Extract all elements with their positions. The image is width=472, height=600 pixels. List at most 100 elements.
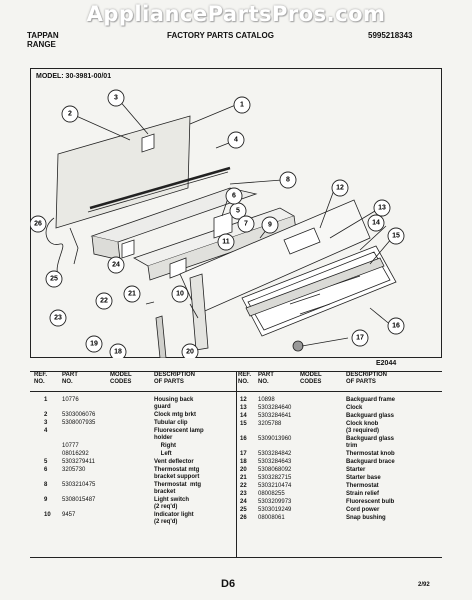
row-description: Thermostat knob	[346, 451, 395, 457]
row-description: Strain relief	[346, 491, 380, 497]
row-description: bracket	[154, 489, 176, 495]
row-ref: 4	[44, 428, 48, 434]
table-column-divider	[236, 371, 237, 557]
row-part-number: 5308007935	[62, 420, 96, 426]
callout-10	[171, 285, 189, 303]
brand-line-1: TAPPAN	[27, 31, 59, 40]
backguard-hood	[90, 187, 258, 243]
row-ref: 14	[240, 413, 247, 419]
row-part-number: 10898	[258, 397, 275, 403]
diagram-frame	[30, 68, 442, 358]
row-part-number: 5308068092	[258, 467, 292, 473]
callout-label-15: 15	[392, 233, 400, 240]
row-description: Thermostat	[346, 483, 379, 489]
row-part-number: 5303210475	[62, 482, 96, 488]
callout-label-4: 4	[234, 137, 238, 144]
callout-15	[387, 227, 405, 245]
row-part-number: 10776	[62, 397, 79, 403]
table-bottom-rule	[30, 557, 442, 558]
row-description: Backguard brace	[346, 459, 395, 465]
col-desc-left: DESCRIPTION OF PARTS	[154, 372, 196, 385]
callout-label-10: 10	[176, 291, 184, 298]
callout-label-21: 21	[128, 291, 136, 298]
row-part-number: 5303284641	[258, 413, 292, 419]
callout-7	[237, 215, 255, 233]
col-ref-right: REF. NO.	[238, 372, 252, 385]
row-description: Clock knob	[346, 421, 379, 427]
col-desc-right: DESCRIPTION OF PARTS	[346, 372, 388, 385]
callout-label-22: 22	[100, 298, 108, 305]
row-description: Starter	[346, 467, 366, 473]
col-model-right: MODEL CODES	[300, 372, 322, 385]
row-description: (2 req'd)	[154, 519, 178, 525]
row-ref: 12	[240, 397, 247, 403]
row-description: (2 req'd)	[154, 504, 178, 510]
page-number: D6	[221, 578, 236, 590]
row-part-number: 3205730	[62, 467, 86, 473]
row-ref: 24	[240, 499, 247, 505]
callout-label-19: 19	[90, 341, 98, 348]
callout-label-11: 11	[222, 239, 230, 246]
row-ref: 9	[44, 497, 48, 503]
callout-label-7: 7	[244, 221, 248, 228]
row-ref: 26	[240, 515, 247, 521]
row-ref: 5	[44, 459, 48, 465]
row-part-number: 3205788	[258, 421, 282, 427]
row-description: Fluorescent bulb	[346, 499, 395, 505]
callout-21	[123, 285, 141, 303]
callout-25	[45, 270, 63, 288]
row-ref: 1	[44, 397, 48, 403]
row-description: Backguard glass	[346, 436, 395, 442]
catalog-title: FACTORY PARTS CATALOG	[167, 31, 274, 40]
callout-8	[279, 171, 297, 189]
callout-label-2: 2	[68, 111, 72, 118]
row-description: Starter base	[346, 475, 381, 481]
backguard-brace	[189, 273, 209, 351]
row-description: Clock mtg brkt	[154, 412, 197, 418]
row-part-number: 08008255	[258, 491, 285, 497]
row-description: Backguard glass	[346, 413, 395, 419]
catalog-number: 5995218343	[368, 31, 413, 40]
thermostat-knob	[292, 340, 304, 352]
row-part-number: 5303279411	[62, 459, 95, 465]
row-part-number: 10777	[62, 443, 79, 449]
callout-label-17: 17	[356, 335, 364, 342]
row-description: Cord power	[346, 507, 380, 513]
row-ref: 6	[44, 467, 48, 473]
power-cord	[45, 217, 64, 279]
row-ref: 17	[240, 451, 247, 457]
row-part-number: 5303284640	[258, 405, 292, 411]
brand-name: TAPPAN RANGE	[27, 31, 59, 49]
row-ref: 16	[240, 436, 247, 442]
site-watermark: AppliancePartsPros.com	[86, 2, 386, 26]
callout-22	[95, 292, 113, 310]
row-description: Clock	[346, 405, 363, 411]
brand-line-2: RANGE	[27, 40, 56, 49]
row-description: Indicator light	[154, 512, 194, 518]
row-part-number: 5303210474	[258, 483, 292, 489]
callout-label-9: 9	[268, 222, 272, 229]
housing-back-panel	[55, 115, 191, 229]
callout-label-16: 16	[392, 323, 400, 330]
row-description: (3 required)	[346, 428, 380, 434]
row-description: Right	[154, 443, 176, 449]
callout-26	[30, 215, 47, 233]
row-part-number: 08008061	[258, 515, 285, 521]
row-description: Thermostat mtg	[154, 467, 200, 473]
col-ref-left: REF. NO.	[34, 372, 48, 385]
callout-20	[181, 343, 199, 358]
revision-date: 2/92	[418, 582, 430, 588]
row-part-number: 5308015487	[62, 497, 96, 503]
row-ref: 2	[44, 412, 48, 418]
col-part-left: PART NO.	[62, 372, 78, 385]
row-description: Vent deflector	[154, 459, 194, 465]
row-part-number: 5303282715	[258, 475, 292, 481]
row-part-number: 5303284842	[258, 451, 292, 457]
col-part-right: PART NO.	[258, 372, 274, 385]
glass-trim	[245, 257, 385, 317]
row-ref: 3	[44, 420, 48, 426]
model-number: MODEL: 30-3981-00/01	[36, 73, 112, 80]
callout-13	[373, 199, 391, 217]
row-part-number: 5303284643	[258, 459, 292, 465]
row-description: Backguard frame	[346, 397, 396, 403]
